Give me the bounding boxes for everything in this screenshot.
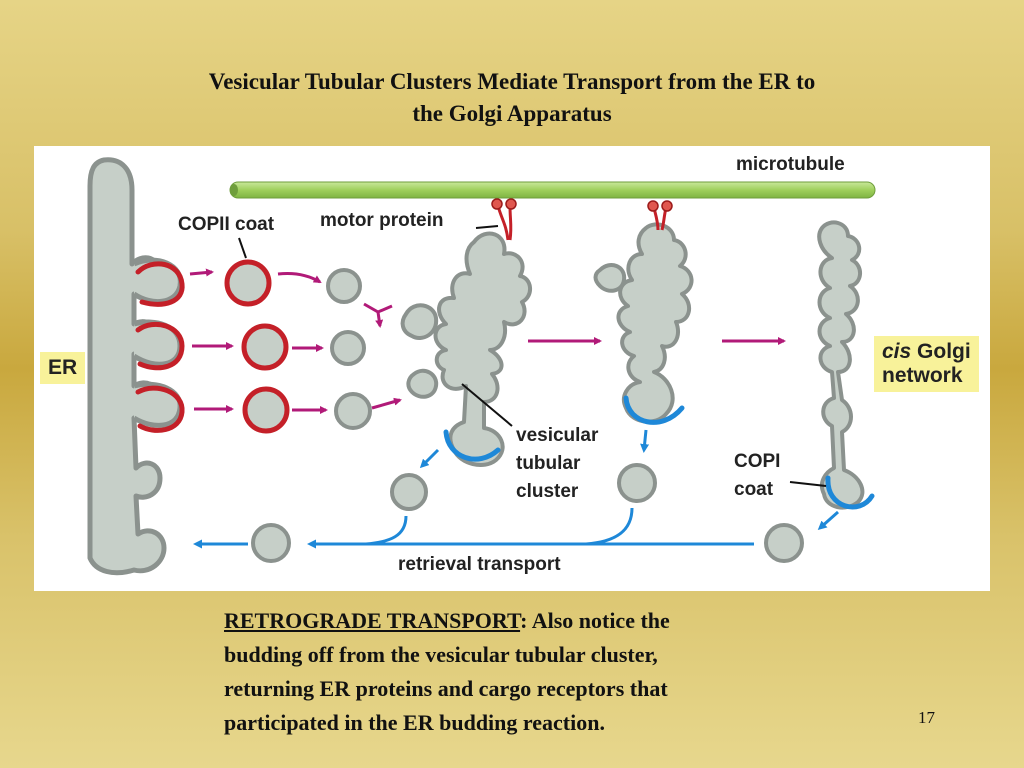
uncoated-vesicles: [326, 268, 372, 430]
diagram-canvas: [87, 157, 876, 576]
er-label: ER: [40, 352, 86, 384]
slide-title: Vesicular Tubular Clusters Mediate Trans…: [0, 66, 1024, 130]
copii-coat-label: COPII coat: [178, 214, 275, 235]
vesicular-tubular-cluster-label: vesicular tubular cluster: [516, 422, 598, 506]
microtubule-label: microtubule: [736, 154, 845, 175]
copii-coated-vesicles: [224, 259, 290, 434]
cgn-copi-coat: [825, 475, 875, 510]
vtc-2-copi-coat: [623, 395, 685, 425]
copi-label-line-2: coat: [734, 479, 774, 500]
er-label-text: ER: [48, 356, 78, 379]
caption-line-1: RETROGRADE TRANSPORT: Also notice the: [224, 604, 824, 638]
cis-golgi-network: [817, 220, 865, 510]
vesicular-tubular-cluster-2: [593, 222, 694, 424]
caption-line-2: budding off from the vesicular tubular c…: [224, 642, 658, 667]
vtc-label-line-1: vesicular: [516, 425, 599, 446]
retrieval-transport-label: retrieval transport: [398, 554, 561, 575]
cis-golgi-label-network: network: [882, 364, 963, 387]
caption: RETROGRADE TRANSPORT: Also notice the bu…: [224, 604, 824, 740]
caption-line-1-rest: : Also notice the: [520, 608, 670, 633]
slide-title-line-2: the Golgi Apparatus: [412, 101, 612, 126]
motor-proteins: [491, 198, 673, 241]
vesicular-tubular-cluster-1: [400, 231, 532, 467]
retrieval-vesicles: [251, 463, 804, 563]
motor-protein-1: [491, 198, 517, 241]
cis-golgi-network-label: cis Golgi network: [874, 336, 979, 392]
caption-line-4: participated in the ER budding reaction.: [224, 710, 605, 735]
slide-title-line-1: Vesicular Tubular Clusters Mediate Trans…: [208, 69, 816, 94]
motor-protein-2: [647, 200, 673, 231]
microtubule: [229, 181, 876, 199]
vtc-label-line-2: tubular: [516, 453, 581, 474]
vtc-label-line-3: cluster: [516, 481, 579, 502]
cis-golgi-label-italic: cis: [882, 340, 912, 363]
vtc-1-copi-coat: [443, 429, 501, 462]
copi-coat-label: COPI coat: [734, 448, 780, 504]
cis-golgi-label-golgi: Golgi: [911, 340, 971, 363]
motor-protein-label: motor protein: [320, 210, 444, 231]
er-copii-buds: [135, 261, 185, 433]
retrograde-arrows: [193, 429, 839, 549]
leader-lines: [238, 225, 827, 487]
copi-label-line-1: COPI: [734, 451, 781, 472]
caption-line-3: returning ER proteins and cargo receptor…: [224, 676, 668, 701]
caption-heading: RETROGRADE TRANSPORT: [224, 608, 521, 633]
er-golgi-transport-diagram: microtubule motor protein COPII coat ER …: [34, 146, 990, 591]
page-number: 17: [918, 708, 935, 727]
anterograde-arrows: [189, 268, 786, 414]
